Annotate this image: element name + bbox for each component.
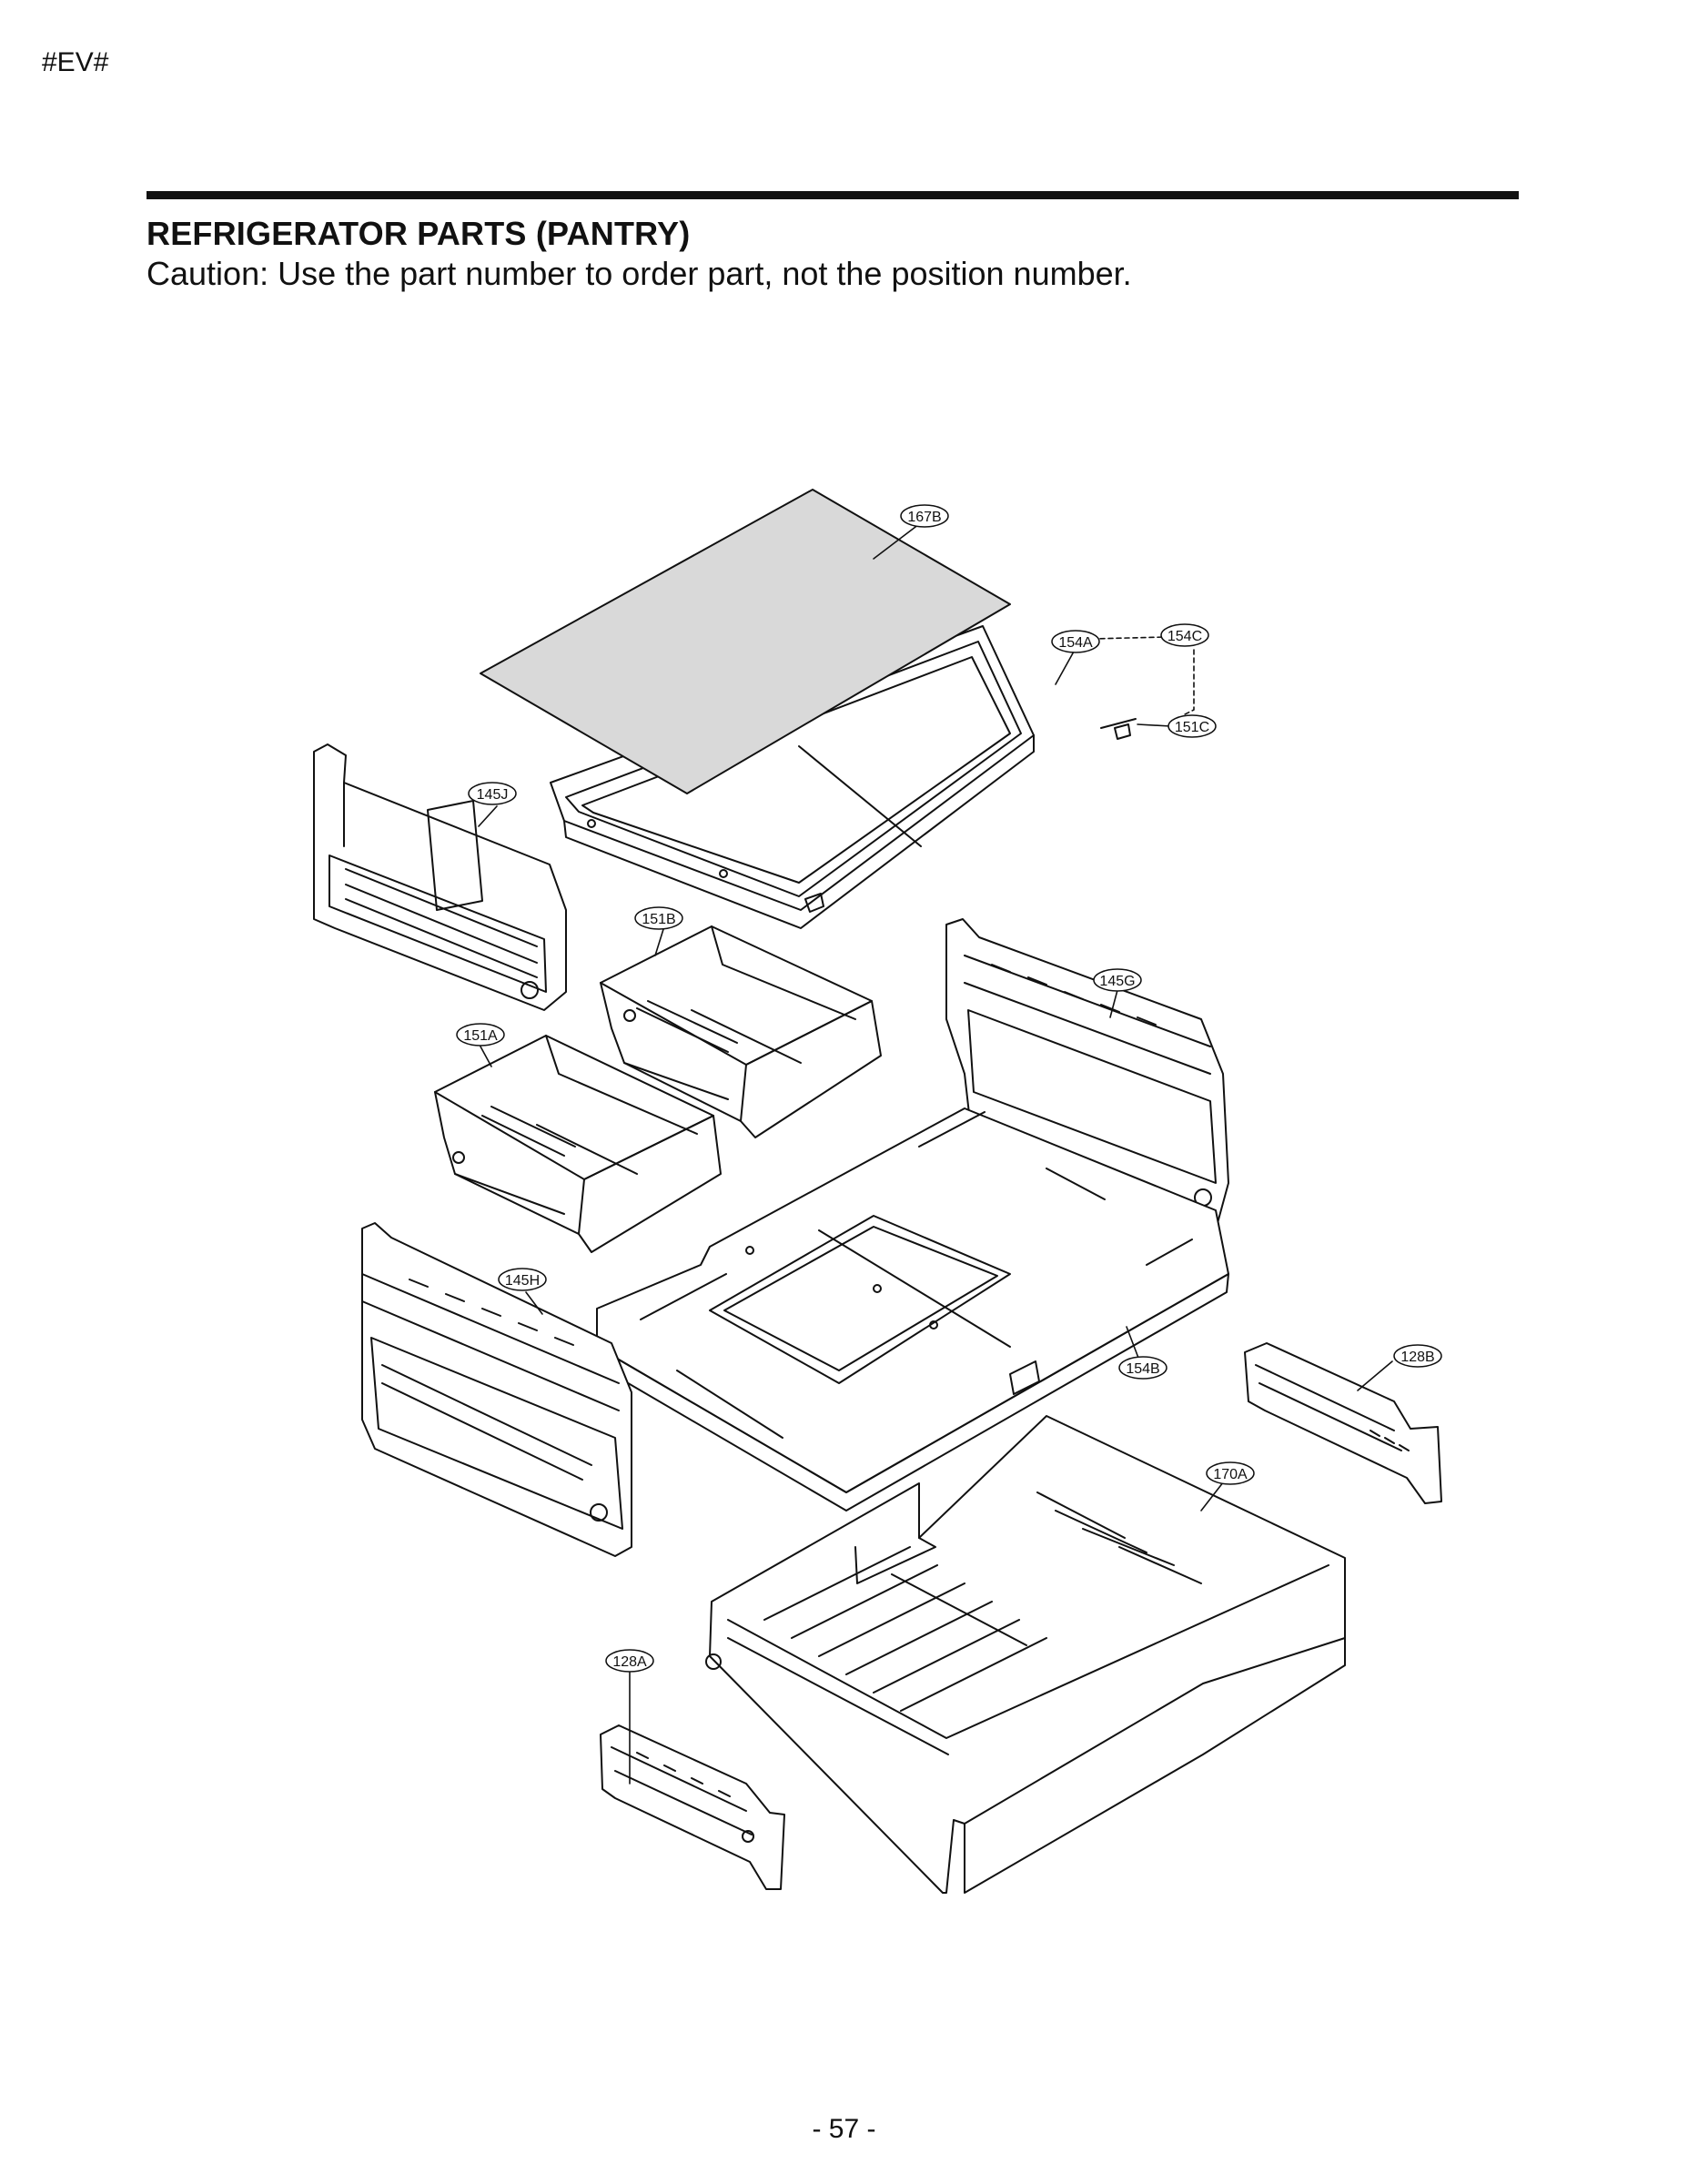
left-side-cover-lower-part <box>361 1222 632 1557</box>
callout-label-167b: 167B <box>907 510 941 525</box>
callout-label-154a: 154A <box>1058 635 1093 651</box>
document-tag: #EV# <box>42 47 109 77</box>
callout-label-151b: 151B <box>642 912 675 927</box>
shelf-frame-part <box>550 625 1137 929</box>
callout-label-145g: 145G <box>1099 974 1135 989</box>
callout-label-128a: 128A <box>612 1654 647 1670</box>
callout-label-145j: 145J <box>477 787 509 803</box>
callout-label-151c: 151C <box>1175 720 1209 735</box>
right-rail-bracket-part <box>1244 1342 1442 1504</box>
callout-label-128b: 128B <box>1400 1350 1434 1365</box>
page-title: REFRIGERATOR PARTS (PANTRY) <box>147 215 691 252</box>
left-side-cover-upper-part <box>313 743 567 1011</box>
crisper-drawer-b-part <box>600 925 882 1138</box>
caution-note: Caution: Use the part number to order pa… <box>147 255 1132 292</box>
glass-shelf-part <box>480 489 1011 794</box>
pantry-drawer-part <box>705 1415 1346 1894</box>
header-rule <box>147 191 1519 199</box>
callout-label-151a: 151A <box>463 1028 498 1044</box>
callout-label-154b: 154B <box>1126 1361 1159 1377</box>
callout-label-170a: 170A <box>1213 1467 1248 1482</box>
callout-label-154c: 154C <box>1167 629 1202 644</box>
callout-label-145h: 145H <box>505 1273 540 1289</box>
page-number: - 57 - <box>812 2114 876 2144</box>
crisper-drawer-a-part <box>434 1035 722 1253</box>
callout-bubbles <box>456 504 1442 1673</box>
left-rail-bracket-part <box>600 1724 785 1890</box>
